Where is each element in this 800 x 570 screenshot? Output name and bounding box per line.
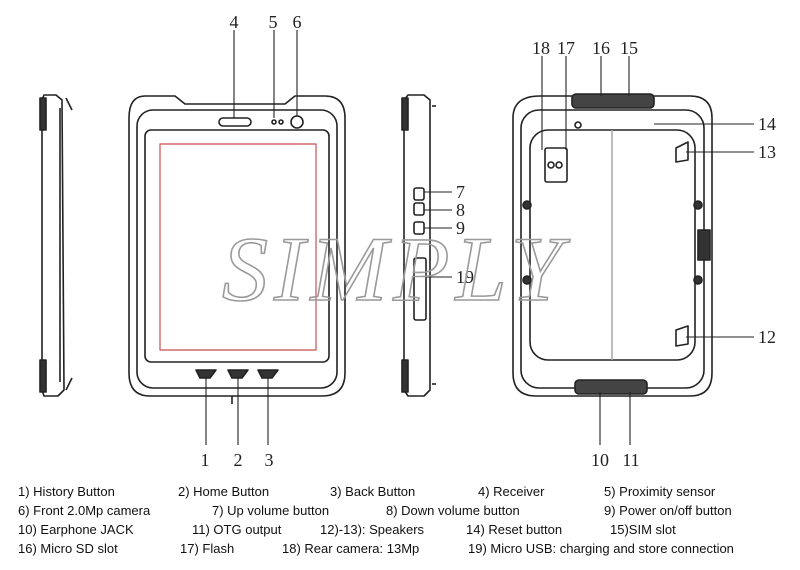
legend-item: 5) Proximity sensor	[604, 484, 716, 499]
legend-row: 16) Micro SD slot 17) Flash 18) Rear cam…	[0, 541, 800, 560]
legend-item: 19) Micro USB: charging and store connec…	[468, 541, 734, 556]
home-button	[227, 369, 249, 379]
callout-15: 15	[620, 38, 638, 58]
callout-10: 10	[591, 450, 609, 470]
legend-item: 16) Micro SD slot	[18, 541, 118, 556]
callout-11: 11	[622, 450, 639, 470]
legend-item: 1) History Button	[18, 484, 115, 499]
history-button	[195, 369, 217, 379]
callout-16: 16	[592, 38, 610, 58]
rear-camera-module	[544, 147, 568, 183]
callout-4: 4	[230, 12, 239, 32]
back-view	[512, 93, 713, 397]
callout-17: 17	[557, 38, 575, 58]
legend-item: 11) OTG output	[192, 522, 282, 537]
legend-item: 4) Receiver	[478, 484, 545, 499]
legend-item: 6) Front 2.0Mp camera	[18, 503, 151, 518]
callout-3: 3	[265, 450, 274, 470]
legend-item: 18) Rear camera: 13Mp	[282, 541, 420, 556]
leader-lines	[205, 30, 754, 445]
legend-row: 10) Earphone JACK 11) OTG output 12)-13)…	[0, 522, 800, 541]
right-side-view	[401, 94, 436, 397]
legend-item: 17) Flash	[180, 541, 235, 556]
legend-item: 2) Home Button	[178, 484, 270, 499]
legend-item: 14) Reset button	[466, 522, 563, 537]
legend-item: 3) Back Button	[330, 484, 416, 499]
callout-14: 14	[758, 114, 776, 134]
sim-sd-cover	[571, 93, 655, 109]
receiver-slot	[218, 117, 252, 127]
legend-row: 6) Front 2.0Mp camera 7) Up volume butto…	[0, 503, 800, 522]
legend-item: 7) Up volume button	[212, 503, 330, 518]
callout-5: 5	[269, 12, 278, 32]
callout-7: 7	[456, 182, 465, 202]
callout-13: 13	[758, 142, 776, 162]
callout-6: 6	[293, 12, 302, 32]
watermark: SIMPLY	[222, 218, 571, 320]
callout-9: 9	[456, 218, 465, 238]
legend-item: 12)-13): Speakers	[320, 522, 425, 537]
legend: 1) History Button 2) Home Button 3) Back…	[0, 484, 800, 564]
legend-item: 15)SIM slot	[610, 522, 676, 537]
legend-item: 10) Earphone JACK	[18, 522, 134, 537]
callout-12: 12	[758, 327, 776, 347]
callout-19: 19	[456, 267, 474, 287]
tablet-diagram: 1 2 3 4 5 6 7 8 9 10 11 12 13 14 15 16 1…	[39, 12, 777, 470]
callout-8: 8	[456, 200, 465, 220]
callout-1: 1	[201, 450, 210, 470]
callout-18: 18	[532, 38, 550, 58]
left-side-view	[39, 94, 73, 397]
front-view	[128, 95, 346, 404]
legend-item: 9) Power on/off button	[604, 503, 732, 518]
legend-row: 1) History Button 2) Home Button 3) Back…	[0, 484, 800, 503]
legend-item: 8) Down volume button	[386, 503, 520, 518]
back-button	[257, 369, 279, 379]
callout-numbers: 1 2 3 4 5 6 7 8 9 10 11 12 13 14 15 16 1…	[201, 12, 777, 470]
callout-2: 2	[234, 450, 243, 470]
bottom-port-cover	[574, 379, 648, 395]
